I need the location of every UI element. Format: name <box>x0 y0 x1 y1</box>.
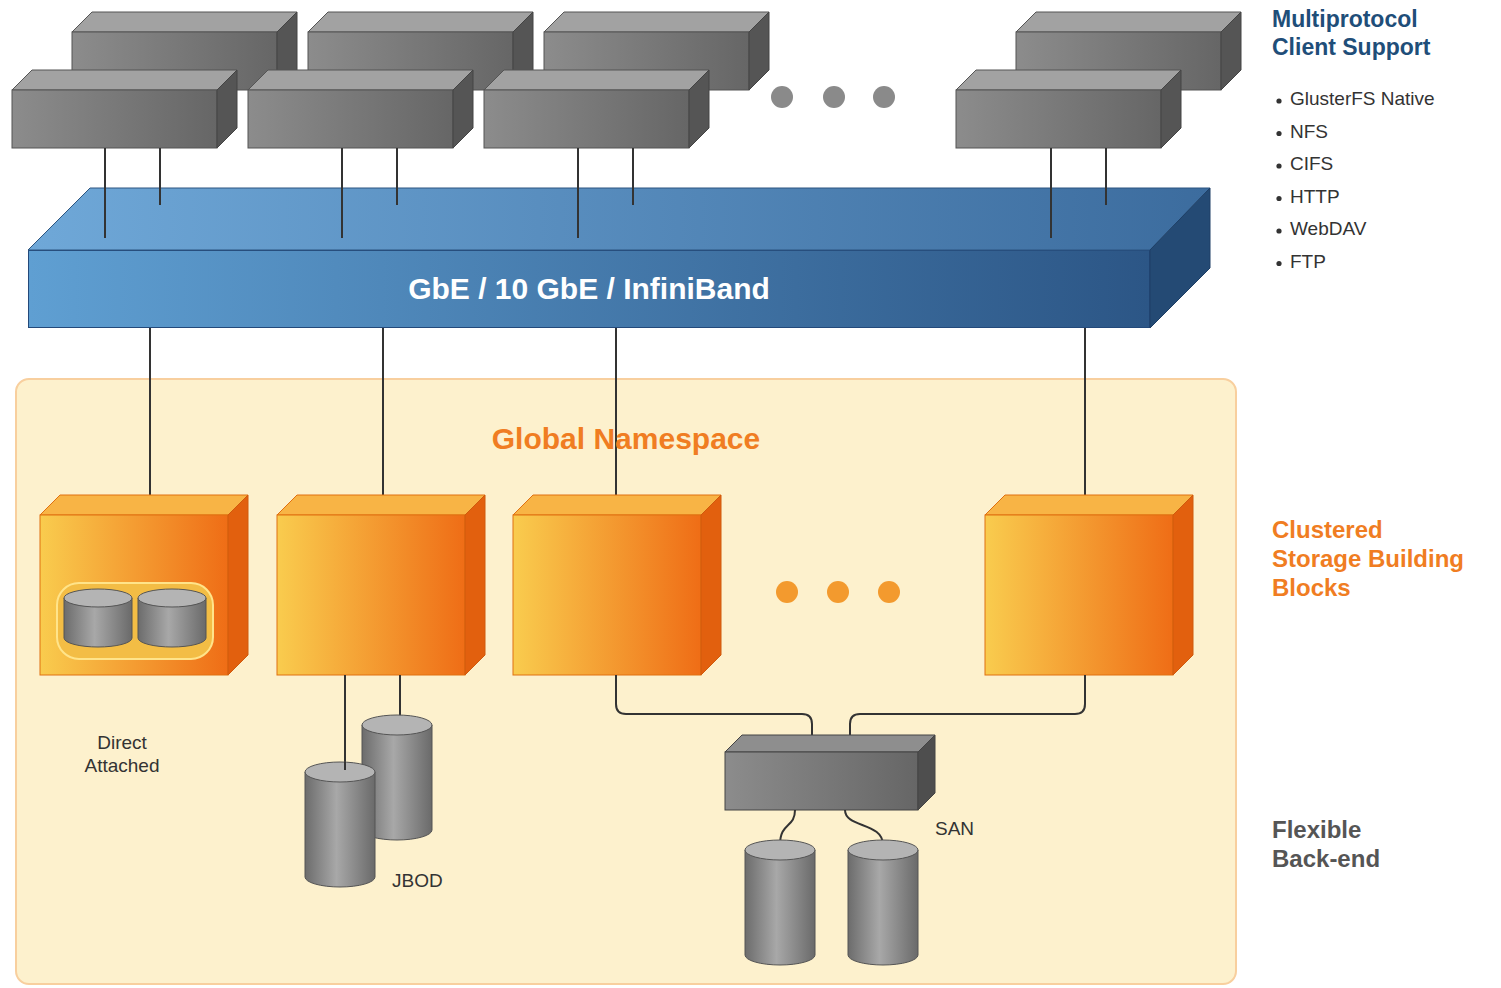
section-heading: Clustered Storage Building Blocks <box>1272 516 1470 602</box>
client-wires <box>105 148 1106 238</box>
node-text: Global Namespace <box>17 422 1235 456</box>
san <box>616 675 1085 965</box>
list-bullets <box>1276 98 1281 266</box>
network-band-faces <box>28 188 1210 328</box>
protocol-item: FTP <box>1290 251 1490 274</box>
protocol-item: NFS <box>1290 121 1490 144</box>
backend-label: SAN <box>935 818 1005 841</box>
node-text: GbE / 10 GbE / InfiniBand <box>408 272 770 306</box>
section-heading: Flexible Back-end <box>1272 816 1422 874</box>
client-machines <box>12 12 1241 148</box>
storage-wires <box>150 328 1085 508</box>
protocol-item: HTTP <box>1290 186 1490 209</box>
protocol-item: GlusterFS Native <box>1290 88 1490 111</box>
direct-attached-disks <box>57 583 213 659</box>
storage-blocks <box>40 495 1193 675</box>
protocol-item: CIFS <box>1290 153 1490 176</box>
backend-label: JBOD <box>392 870 472 893</box>
network-band: GbE / 10 GbE / InfiniBand <box>28 250 1150 328</box>
jbod-disks <box>305 675 432 887</box>
namespace-region: Global Namespace <box>15 378 1237 985</box>
backend-label: Direct Attached <box>62 732 182 778</box>
section-heading: Multiprotocol Client Support <box>1272 6 1486 61</box>
protocol-item: WebDAV <box>1290 218 1490 241</box>
